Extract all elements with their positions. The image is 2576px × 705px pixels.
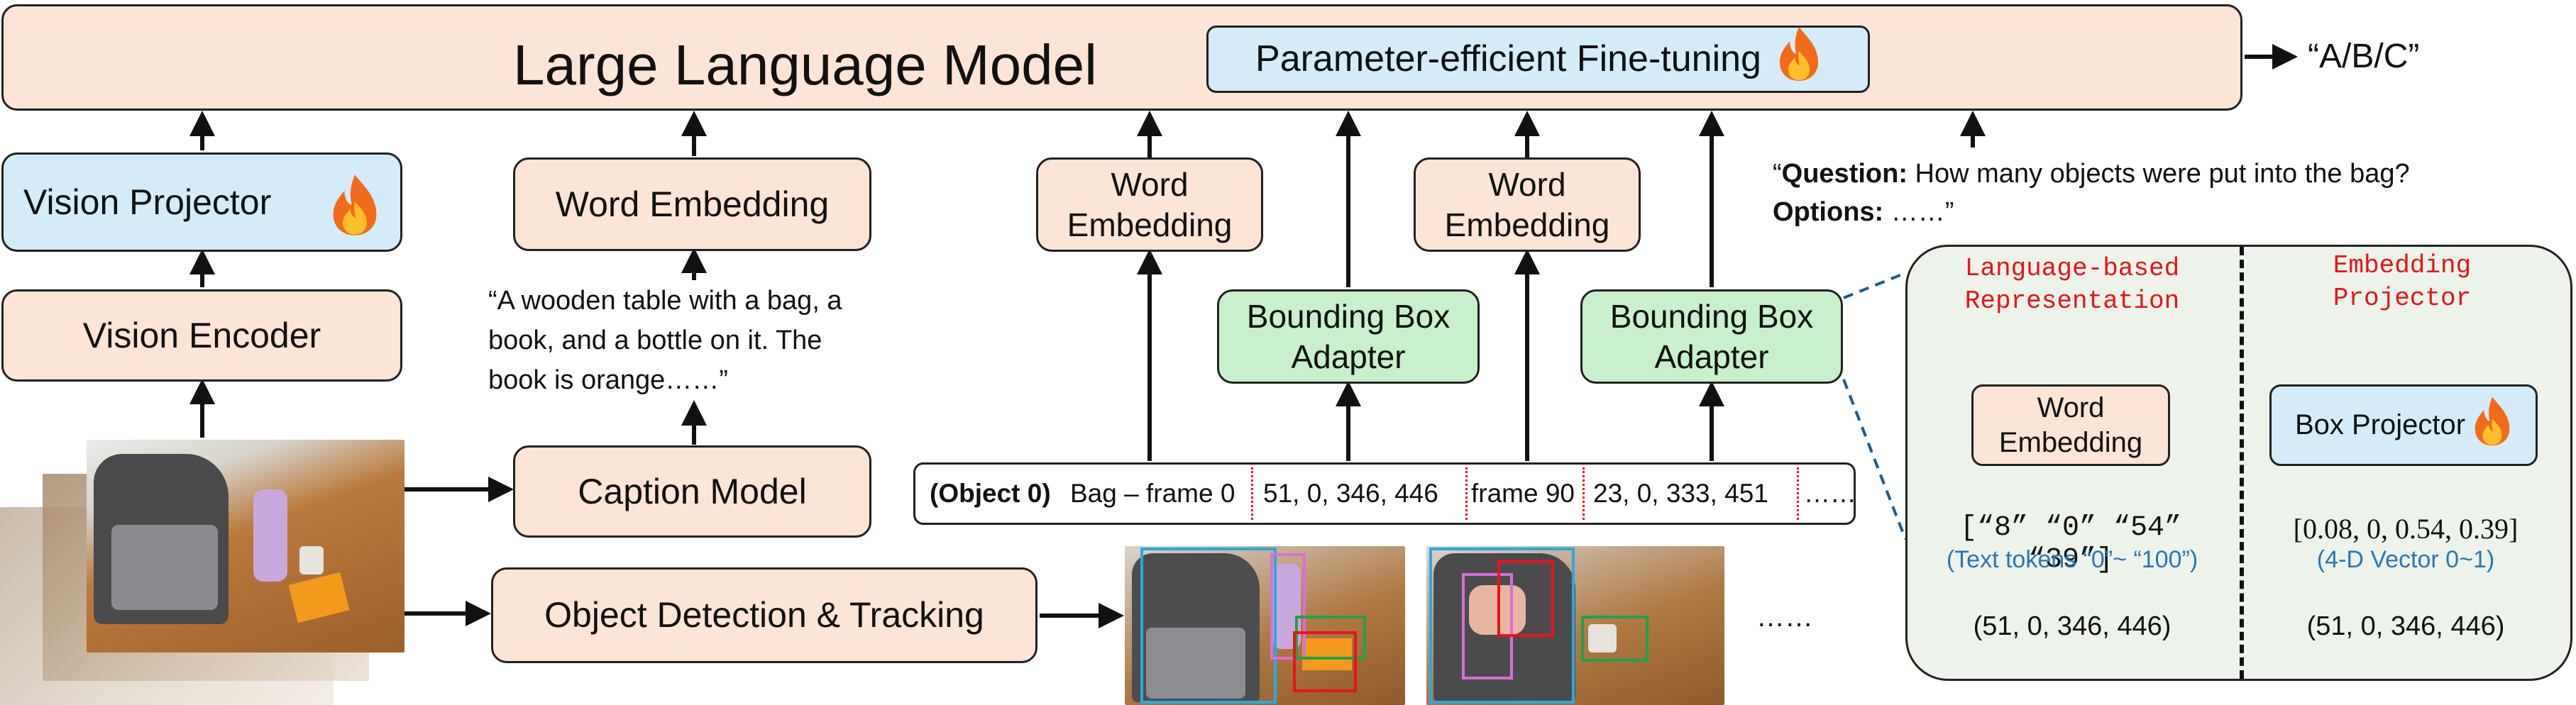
panel-right-title: Embedding Projector xyxy=(2333,251,2472,313)
object-sequence: (Object 0) Bag – frame 0 51, 0, 346, 446… xyxy=(913,462,1856,525)
frames-ellipsis: …… xyxy=(1756,601,1813,633)
tracking-frame-0 xyxy=(1125,546,1405,705)
word-embedding-1-line-1: Word xyxy=(1111,166,1189,204)
question-text: “Question: How many objects were put int… xyxy=(1773,159,2410,227)
question-label: Question: xyxy=(1781,159,1908,189)
token-divider xyxy=(1465,467,1468,520)
caption-model-label: Caption Model xyxy=(578,471,807,511)
frame-90: frame 90 xyxy=(1471,479,1575,508)
bbox-adapter-box-2: Bounding Box Adapter xyxy=(1580,289,1843,384)
word-embedding-box-1: Word Embedding xyxy=(1036,157,1263,252)
text-tokens: [“8” “0” “54” “39”] xyxy=(1959,512,2182,576)
peft-label: Parameter-efficient Fine-tuning xyxy=(1255,38,1761,79)
question-body: How many objects were put into the bag? xyxy=(1915,159,2410,189)
bbox-adapter-1-line-2: Adapter xyxy=(1291,338,1406,375)
detection-tracking-box: Object Detection & Tracking xyxy=(491,567,1037,663)
options-label: Options: xyxy=(1773,197,1884,227)
box-projector-box: Box Projector xyxy=(2269,384,2538,466)
sequence-ellipsis: …… xyxy=(1804,479,1856,508)
word-embedding-box-2: Word Embedding xyxy=(1414,157,1641,252)
detection-tracking-label: Object Detection & Tracking xyxy=(544,595,984,635)
bag-frame-0: Bag – frame 0 xyxy=(1070,479,1235,508)
box-input-right: (51, 0, 346, 446) xyxy=(2306,611,2505,641)
fire-icon xyxy=(1777,26,1821,93)
panel-divider xyxy=(2240,247,2244,679)
caption-line-2: book, and a bottle on it. The xyxy=(488,326,822,355)
fire-icon xyxy=(2472,396,2512,455)
caption-model-box: Caption Model xyxy=(513,445,871,538)
vector-note: (4-D Vector 0~1) xyxy=(2316,546,2495,573)
vision-encoder-box: Vision Encoder xyxy=(1,289,402,382)
object-tag: (Object 0) xyxy=(930,479,1051,508)
vector-value: [0.08, 0, 0.54, 0.39] xyxy=(2293,513,2519,545)
caption-line-3: book is orange……” xyxy=(488,365,728,395)
vision-projector-label: Vision Projector xyxy=(23,182,272,222)
peft-box: Parameter-efficient Fine-tuning xyxy=(1206,26,1870,93)
bbox-adapter-1-line-1: Bounding Box xyxy=(1246,298,1451,335)
box-projector-label: Box Projector xyxy=(2294,409,2466,441)
word-embedding-label: Word Embedding xyxy=(555,184,830,224)
word-embedding-2-line-2: Embedding xyxy=(1444,206,1610,243)
token-divider xyxy=(1583,467,1585,520)
vision-encoder-label: Vision Encoder xyxy=(82,315,321,355)
tracking-frame-90 xyxy=(1426,546,1724,705)
coords-frame-0: 51, 0, 346, 446 xyxy=(1263,479,1438,508)
llm-box: Large Language Model Parameter-efficient… xyxy=(1,4,2242,111)
word-embedding-box: Word Embedding xyxy=(513,157,871,251)
vision-projector-box: Vision Projector xyxy=(1,152,402,252)
llm-title: Large Language Model xyxy=(513,33,1097,96)
panel-word-embedding-box: Word Embedding xyxy=(1971,384,2170,466)
caption-text: “A wooden table with a bag, a book, and … xyxy=(488,281,914,400)
zoom-line-top xyxy=(1843,272,1906,299)
coords-frame-90: 23, 0, 333, 451 xyxy=(1593,479,1768,508)
fire-icon xyxy=(329,173,381,247)
zoom-line-bottom xyxy=(1842,379,1907,540)
llm-output: “A/B/C” xyxy=(2308,38,2420,75)
word-embedding-1-line-2: Embedding xyxy=(1067,206,1233,243)
token-divider xyxy=(1251,467,1253,520)
bbox-adapter-2-line-2: Adapter xyxy=(1654,338,1769,375)
video-frame-front xyxy=(87,440,404,653)
options-body: ……” xyxy=(1890,197,1954,227)
text-tokens-note: (Text tokens “0”~ “100”) xyxy=(1946,546,2198,573)
token-divider xyxy=(1797,467,1799,520)
box-input-left: (51, 0, 346, 446) xyxy=(1973,611,2172,641)
bbox-adapter-2-line-1: Bounding Box xyxy=(1609,298,1814,335)
word-embedding-2-line-1: Word xyxy=(1488,166,1566,204)
panel-left-title: Language-based Representation xyxy=(1964,254,2180,316)
bbox-adapter-box-1: Bounding Box Adapter xyxy=(1217,289,1480,384)
caption-line-1: “A wooden table with a bag, a xyxy=(488,286,842,316)
